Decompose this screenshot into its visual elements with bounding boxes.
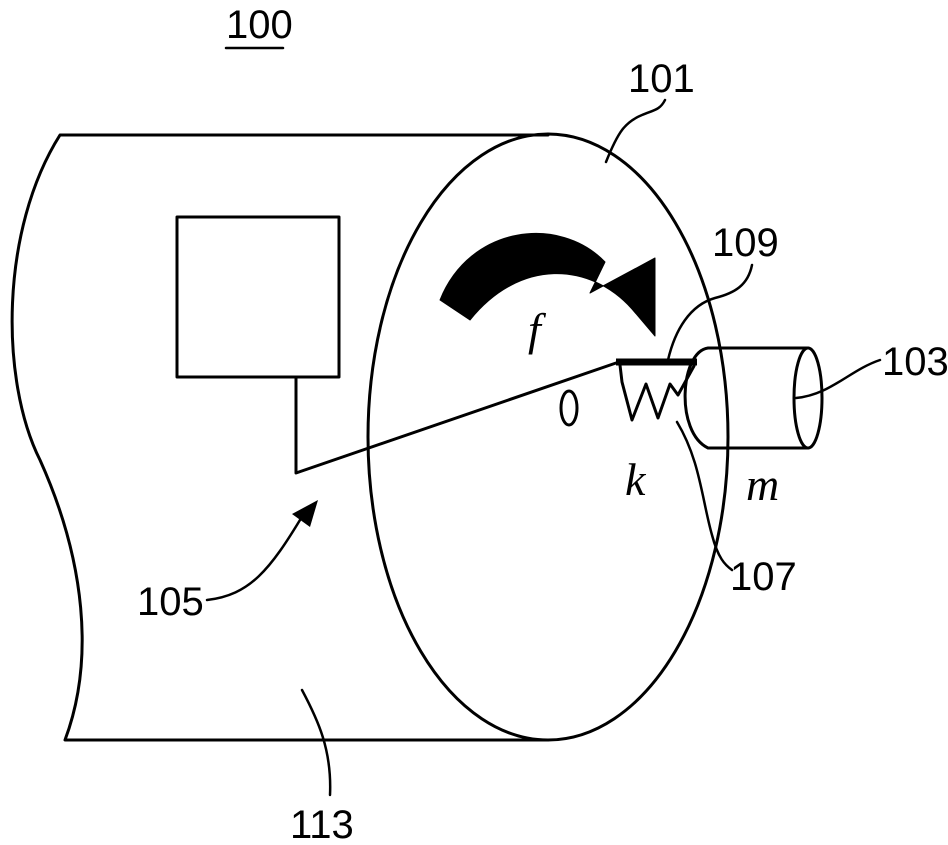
mass-cylinder-end: [792, 346, 824, 450]
disc-leader: [604, 98, 667, 164]
mass-symbol: m: [746, 459, 779, 510]
housing-outline: [10, 133, 550, 742]
mass-body-label: 103: [882, 340, 948, 384]
spring-label: 107: [730, 555, 797, 599]
pivot-symbol-shape: [559, 389, 579, 427]
mass-body-leader: [794, 358, 882, 400]
component-box: [175, 215, 341, 379]
housing-label: 113: [290, 803, 354, 845]
sensor-unit-arrowhead: [292, 500, 318, 527]
spring-zigzag: [618, 363, 696, 422]
sensor-wire: [294, 361, 618, 475]
mass-cylinder: [683, 346, 810, 450]
rotation-arrow: [439, 233, 656, 337]
spring-leader: [675, 420, 734, 572]
disc-ellipse: [366, 132, 730, 742]
frequency-symbol: f: [528, 304, 547, 355]
sensor-unit-label: 105: [137, 580, 204, 624]
connecting-rod-label: 109: [712, 221, 779, 265]
disc-label: 101: [628, 57, 695, 101]
figure-number-label: 100: [226, 3, 293, 47]
connecting-rod-leader: [666, 263, 754, 362]
housing-leader: [300, 688, 332, 797]
sensor-unit-leader: [205, 513, 305, 602]
stiffness-symbol: k: [625, 454, 647, 505]
